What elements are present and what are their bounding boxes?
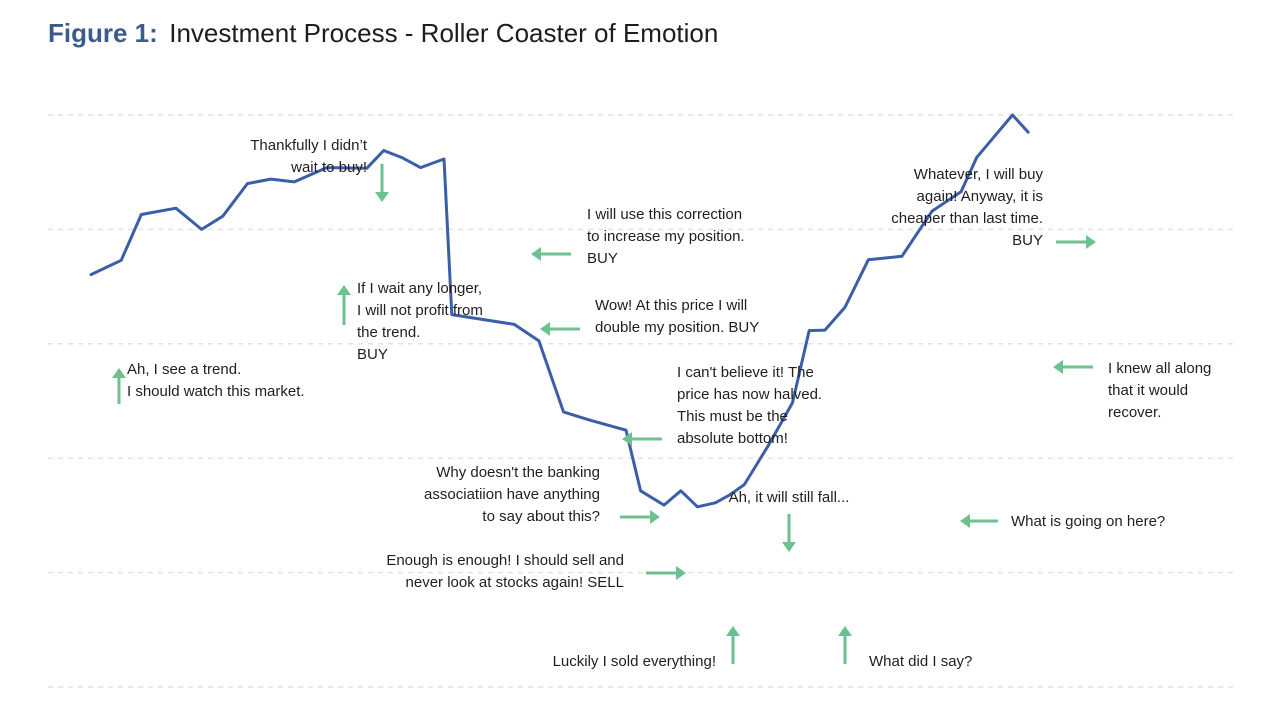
annotation-text-1: Thankfully I didn’t wait to buy! — [250, 137, 368, 176]
annotation-arrow-head-6 — [650, 510, 660, 524]
annotation-7: Enough is enough! I should sell and never… — [386, 552, 686, 591]
annotation-9: Ah, it will still fall... — [729, 489, 850, 552]
annotation-arrow-head-10 — [838, 626, 852, 636]
annotation-line: Whatever, I will buy — [914, 166, 1044, 183]
annotation-10: What did I say? — [838, 626, 972, 670]
annotation-arrow-head-4 — [540, 322, 550, 336]
annotation-line: to increase my position. — [587, 228, 745, 245]
series-line — [89, 113, 1030, 509]
annotation-line: to say about this? — [482, 508, 600, 525]
annotation-11: What is going on here? — [960, 513, 1165, 530]
annotation-line: If I wait any longer, — [357, 280, 482, 297]
annotation-13: Whatever, I will buy again! Anyway, it is… — [891, 166, 1096, 249]
annotation-line: that it would — [1108, 382, 1188, 399]
annotation-text-8: Luckily I sold everything! — [553, 653, 716, 670]
annotation-arrow-head-8 — [726, 626, 740, 636]
annotation-text-13: Whatever, I will buy again! Anyway, it is… — [891, 166, 1043, 249]
annotation-text-7: Enough is enough! I should sell and never… — [386, 552, 624, 591]
annotation-line: Thankfully I didn’t — [250, 137, 368, 154]
annotation-arrow-head-12 — [1053, 360, 1063, 374]
annotation-line: recover. — [1108, 404, 1161, 421]
annotation-line: I knew all along — [1108, 360, 1211, 377]
annotation-2: If I wait any longer, I will not profit f… — [337, 280, 483, 363]
annotation-line: Ah, it will still fall... — [729, 489, 850, 506]
annotation-line: BUY — [357, 346, 388, 363]
annotation-line: associatiion have anything — [424, 486, 600, 503]
annotation-arrow-head-3 — [531, 247, 541, 261]
annotation-line: Ah, I see a trend. — [127, 361, 241, 378]
annotation-text-3: I will use this correction to increase my… — [587, 206, 745, 267]
figure-title-main: Investment Process - Roller Coaster of E… — [169, 18, 718, 48]
annotation-text-4: Wow! At this price I will double my posit… — [595, 297, 759, 336]
annotation-3: I will use this correction to increase my… — [531, 206, 745, 267]
annotation-8: Luckily I sold everything! — [553, 626, 740, 670]
annotation-line: again! Anyway, it is — [917, 188, 1043, 205]
annotation-line: Wow! At this price I will — [595, 297, 747, 314]
annotation-12: I knew all along that it would recover. — [1053, 360, 1211, 421]
figure-title: Figure 1: Investment Process - Roller Co… — [48, 18, 718, 48]
annotation-arrow-head-0 — [112, 368, 126, 378]
annotation-text-5: I can't believe it! The price has now hal… — [677, 364, 822, 447]
annotation-line: wait to buy! — [290, 159, 367, 176]
annotation-arrow-head-11 — [960, 514, 970, 528]
annotation-arrow-head-1 — [375, 192, 389, 202]
annotation-text-2: If I wait any longer, I will not profit f… — [357, 280, 483, 363]
annotation-line: I can't believe it! The — [677, 364, 814, 381]
annotation-6: Why doesn't the banking associatiion have… — [424, 464, 660, 525]
annotation-line: What did I say? — [869, 653, 972, 670]
annotation-line: the trend. — [357, 324, 420, 341]
annotation-line: never look at stocks again! SELL — [406, 574, 624, 591]
annotation-text-12: I knew all along that it would recover. — [1108, 360, 1211, 421]
annotation-line: Why doesn't the banking — [436, 464, 600, 481]
annotation-1: Thankfully I didn’t wait to buy! — [250, 137, 389, 202]
annotation-arrow-head-13 — [1086, 235, 1096, 249]
annotation-0: Ah, I see a trend. I should watch this ma… — [112, 361, 305, 404]
annotation-text-6: Why doesn't the banking associatiion have… — [424, 464, 600, 525]
annotation-line: I should watch this market. — [127, 383, 305, 400]
annotation-line: Luckily I sold everything! — [553, 653, 716, 670]
annotation-line: absolute bottom! — [677, 430, 788, 447]
annotation-text-10: What did I say? — [869, 653, 972, 670]
figure-title-prefix: Figure 1: — [48, 18, 158, 48]
annotation-line: BUY — [587, 250, 618, 267]
annotation-line: double my position. BUY — [595, 319, 759, 336]
annotation-line: This must be the — [677, 408, 788, 425]
annotation-text-11: What is going on here? — [1011, 513, 1165, 530]
annotation-line: cheaper than last time. — [891, 210, 1043, 227]
annotations: Ah, I see a trend. I should watch this ma… — [112, 137, 1211, 670]
annotation-line: I will use this correction — [587, 206, 742, 223]
annotation-line: I will not profit from — [357, 302, 483, 319]
annotation-arrow-head-7 — [676, 566, 686, 580]
annotation-arrow-head-2 — [337, 285, 351, 295]
annotation-arrow-head-9 — [782, 542, 796, 552]
annotation-line: What is going on here? — [1011, 513, 1165, 530]
annotation-text-0: Ah, I see a trend. I should watch this ma… — [127, 361, 305, 400]
annotation-arrow-head-5 — [622, 432, 632, 446]
annotation-line: price has now halved. — [677, 386, 822, 403]
annotation-text-9: Ah, it will still fall... — [729, 489, 850, 506]
annotation-line: Enough is enough! I should sell and — [386, 552, 624, 569]
gridlines — [48, 114, 1236, 688]
annotation-4: Wow! At this price I will double my posit… — [540, 297, 759, 336]
annotation-line: BUY — [1012, 232, 1043, 249]
annotation-5: I can't believe it! The price has now hal… — [622, 364, 822, 447]
